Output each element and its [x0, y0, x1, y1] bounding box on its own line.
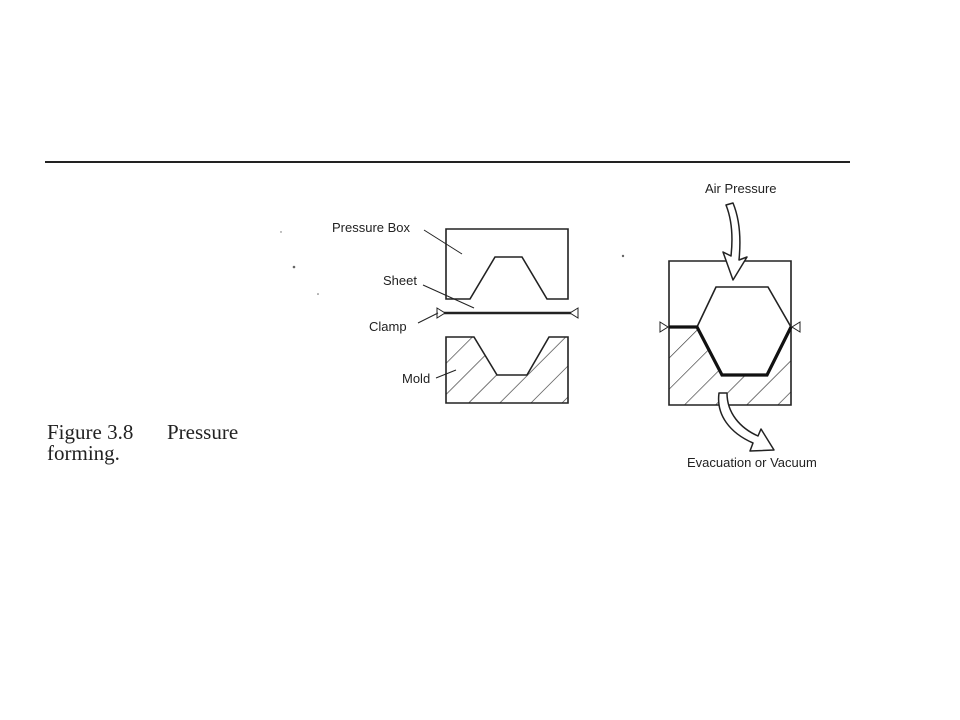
figure-title-line1: Pressure: [167, 420, 239, 444]
figure-title-line2: forming.: [47, 441, 120, 465]
right-diagram: Air Pressure Evacuation or Vacuum: [659, 181, 817, 470]
figure-number: Figure 3.8: [47, 420, 134, 444]
label-clamp: Clamp: [369, 319, 407, 334]
clamp-right-right-icon: [791, 321, 801, 333]
label-mold: Mold: [402, 371, 430, 386]
scan-specks: [280, 231, 625, 295]
left-diagram: Pressure Box Sheet Clamp Mold: [332, 220, 579, 404]
label-evacuation: Evacuation or Vacuum: [687, 455, 817, 470]
clamp-left-icon: [436, 307, 446, 319]
clamp-right-left-icon: [659, 321, 669, 333]
label-air-pressure: Air Pressure: [705, 181, 777, 196]
formed-sheet: [669, 325, 793, 377]
label-pressure-box: Pressure Box: [332, 220, 411, 235]
clamp-right-icon: [569, 307, 579, 319]
figure-caption: Figure 3.8 Pressure forming.: [47, 422, 307, 464]
air-pressure-arrow-icon: [722, 202, 748, 281]
evacuation-arrow-icon: [717, 392, 775, 452]
mold-shape: [445, 336, 569, 404]
mold-right-shape: [668, 327, 792, 406]
top-rule: [45, 161, 850, 163]
pressure-box-shape: [445, 228, 569, 300]
label-sheet: Sheet: [383, 273, 417, 288]
